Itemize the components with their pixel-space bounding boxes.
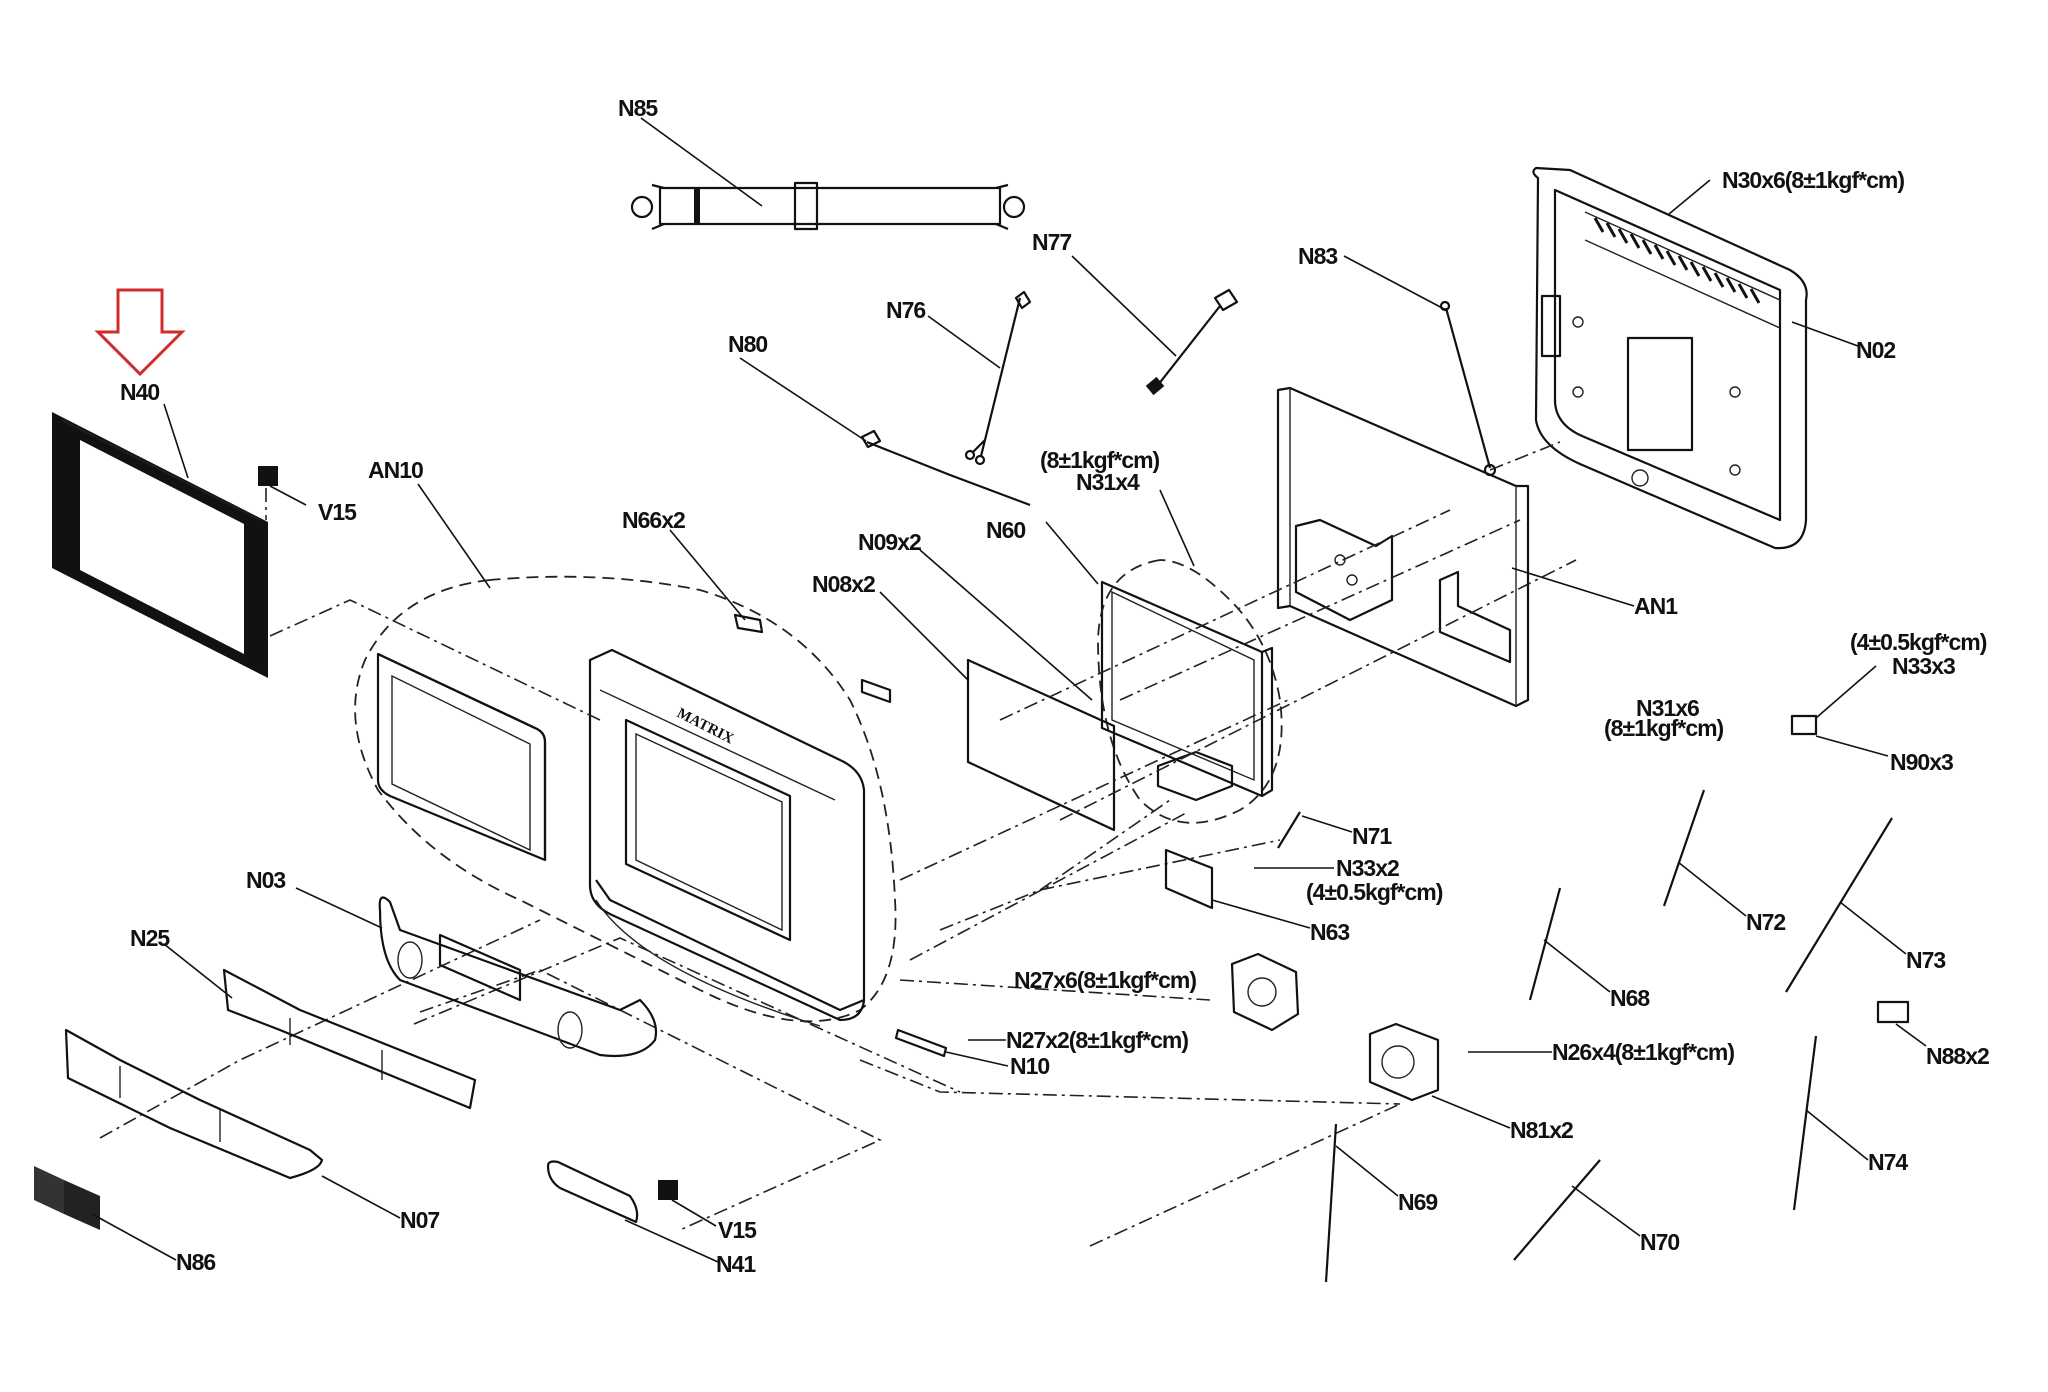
label-n31x4-torque: (8±1kgf*cm) bbox=[1040, 447, 1160, 473]
part-n90-clip bbox=[1790, 665, 1889, 757]
part-n76-cable bbox=[927, 290, 1032, 466]
label-n69: N69 bbox=[1398, 1189, 1437, 1215]
label-n33x3: N33x3 bbox=[1892, 653, 1955, 679]
label-an10: AN10 bbox=[368, 457, 423, 483]
part-n07-strip bbox=[64, 1028, 401, 1219]
part-n63-pcb bbox=[1164, 848, 1334, 929]
label-n33x3-torque: (4±0.5kgf*cm) bbox=[1850, 629, 1987, 655]
label-n74: N74 bbox=[1868, 1149, 1908, 1175]
part-n68-cable bbox=[1528, 887, 1611, 1001]
label-n31x6: N31x6 bbox=[1636, 695, 1699, 721]
label-n40: N40 bbox=[120, 379, 159, 405]
brand-logo-text: MATRIX bbox=[674, 705, 736, 747]
label-n70: N70 bbox=[1640, 1229, 1679, 1255]
part-n60-display bbox=[1045, 489, 1283, 824]
label-n71: N71 bbox=[1352, 823, 1392, 849]
assembly-centerlines bbox=[99, 441, 1577, 1247]
part-n73-cable bbox=[1785, 817, 1907, 993]
label-n31x4: N31x4 bbox=[1076, 469, 1140, 495]
part-n69-cable bbox=[1324, 1123, 1399, 1283]
part-n70-cable bbox=[1513, 1159, 1641, 1261]
part-labels: N85 N30x6(8±1kgf*cm) N77 N83 N76 N80 N02… bbox=[120, 95, 1990, 1277]
part-n41-badge bbox=[546, 1160, 719, 1263]
part-n10-bar bbox=[894, 1028, 1009, 1067]
label-n77: N77 bbox=[1032, 229, 1071, 255]
part-n88-clip bbox=[1876, 1000, 1927, 1047]
label-n83: N83 bbox=[1298, 243, 1337, 269]
part-v15-square-bottom bbox=[658, 1180, 717, 1227]
label-v15-top: V15 bbox=[318, 499, 357, 525]
label-n68: N68 bbox=[1610, 985, 1650, 1011]
part-n08-n09-plate bbox=[879, 549, 1116, 832]
part-n40-overlay bbox=[52, 403, 268, 678]
label-v15-bottom: V15 bbox=[718, 1217, 757, 1243]
part-n83-rod bbox=[1343, 255, 1497, 477]
label-n33x2: N33x2 bbox=[1336, 855, 1399, 881]
label-n85: N85 bbox=[618, 95, 658, 121]
part-n03-trim bbox=[295, 887, 658, 1058]
part-n85-bar bbox=[630, 117, 1026, 231]
label-n31x6-torque: (8±1kgf*cm) bbox=[1604, 715, 1724, 741]
label-n66: N66x2 bbox=[622, 507, 685, 533]
label-n76: N76 bbox=[886, 297, 925, 323]
part-n80-wire bbox=[739, 357, 1031, 507]
part-n74-cable bbox=[1792, 1035, 1869, 1211]
part-n25-strip bbox=[163, 943, 477, 1110]
part-an10-bezel: MATRIX bbox=[354, 483, 897, 1027]
part-n66-tabs bbox=[669, 529, 892, 704]
part-n86-grille bbox=[34, 1166, 177, 1261]
label-n86: N86 bbox=[176, 1249, 215, 1275]
label-n26: N26x4(8±1kgf*cm) bbox=[1552, 1039, 1734, 1065]
label-n07: N07 bbox=[400, 1207, 439, 1233]
label-n27x6: N27x6(8±1kgf*cm) bbox=[1014, 967, 1196, 993]
label-n41: N41 bbox=[716, 1251, 756, 1277]
label-n63: N63 bbox=[1310, 919, 1349, 945]
label-n90: N90x3 bbox=[1890, 749, 1953, 775]
label-n03: N03 bbox=[246, 867, 285, 893]
label-n09: N09x2 bbox=[858, 529, 921, 555]
label-an1: AN1 bbox=[1634, 593, 1678, 619]
part-v15-square-top bbox=[258, 466, 307, 520]
highlight-arrow-icon bbox=[94, 288, 186, 377]
label-n73: N73 bbox=[1906, 947, 1945, 973]
label-n30: N30x6(8±1kgf*cm) bbox=[1722, 167, 1904, 193]
part-n02-rear-cover bbox=[1532, 166, 1859, 550]
part-n77-cable bbox=[1071, 255, 1239, 396]
part-n72-cable bbox=[1662, 789, 1747, 917]
part-fan-top bbox=[1230, 952, 1300, 1032]
label-n72: N72 bbox=[1746, 909, 1785, 935]
label-n60: N60 bbox=[986, 517, 1025, 543]
label-n88: N88x2 bbox=[1926, 1043, 1989, 1069]
label-n25: N25 bbox=[130, 925, 170, 951]
label-n27x2: N27x2(8±1kgf*cm) bbox=[1006, 1027, 1188, 1053]
label-n08: N08x2 bbox=[812, 571, 875, 597]
label-n80: N80 bbox=[728, 331, 767, 357]
label-n81: N81x2 bbox=[1510, 1117, 1573, 1143]
label-n02: N02 bbox=[1856, 337, 1895, 363]
part-n81-fan bbox=[1368, 1022, 1552, 1129]
label-n33x2-torque: (4±0.5kgf*cm) bbox=[1306, 879, 1443, 905]
label-n10: N10 bbox=[1010, 1053, 1049, 1079]
part-n71-cable bbox=[1277, 811, 1353, 849]
